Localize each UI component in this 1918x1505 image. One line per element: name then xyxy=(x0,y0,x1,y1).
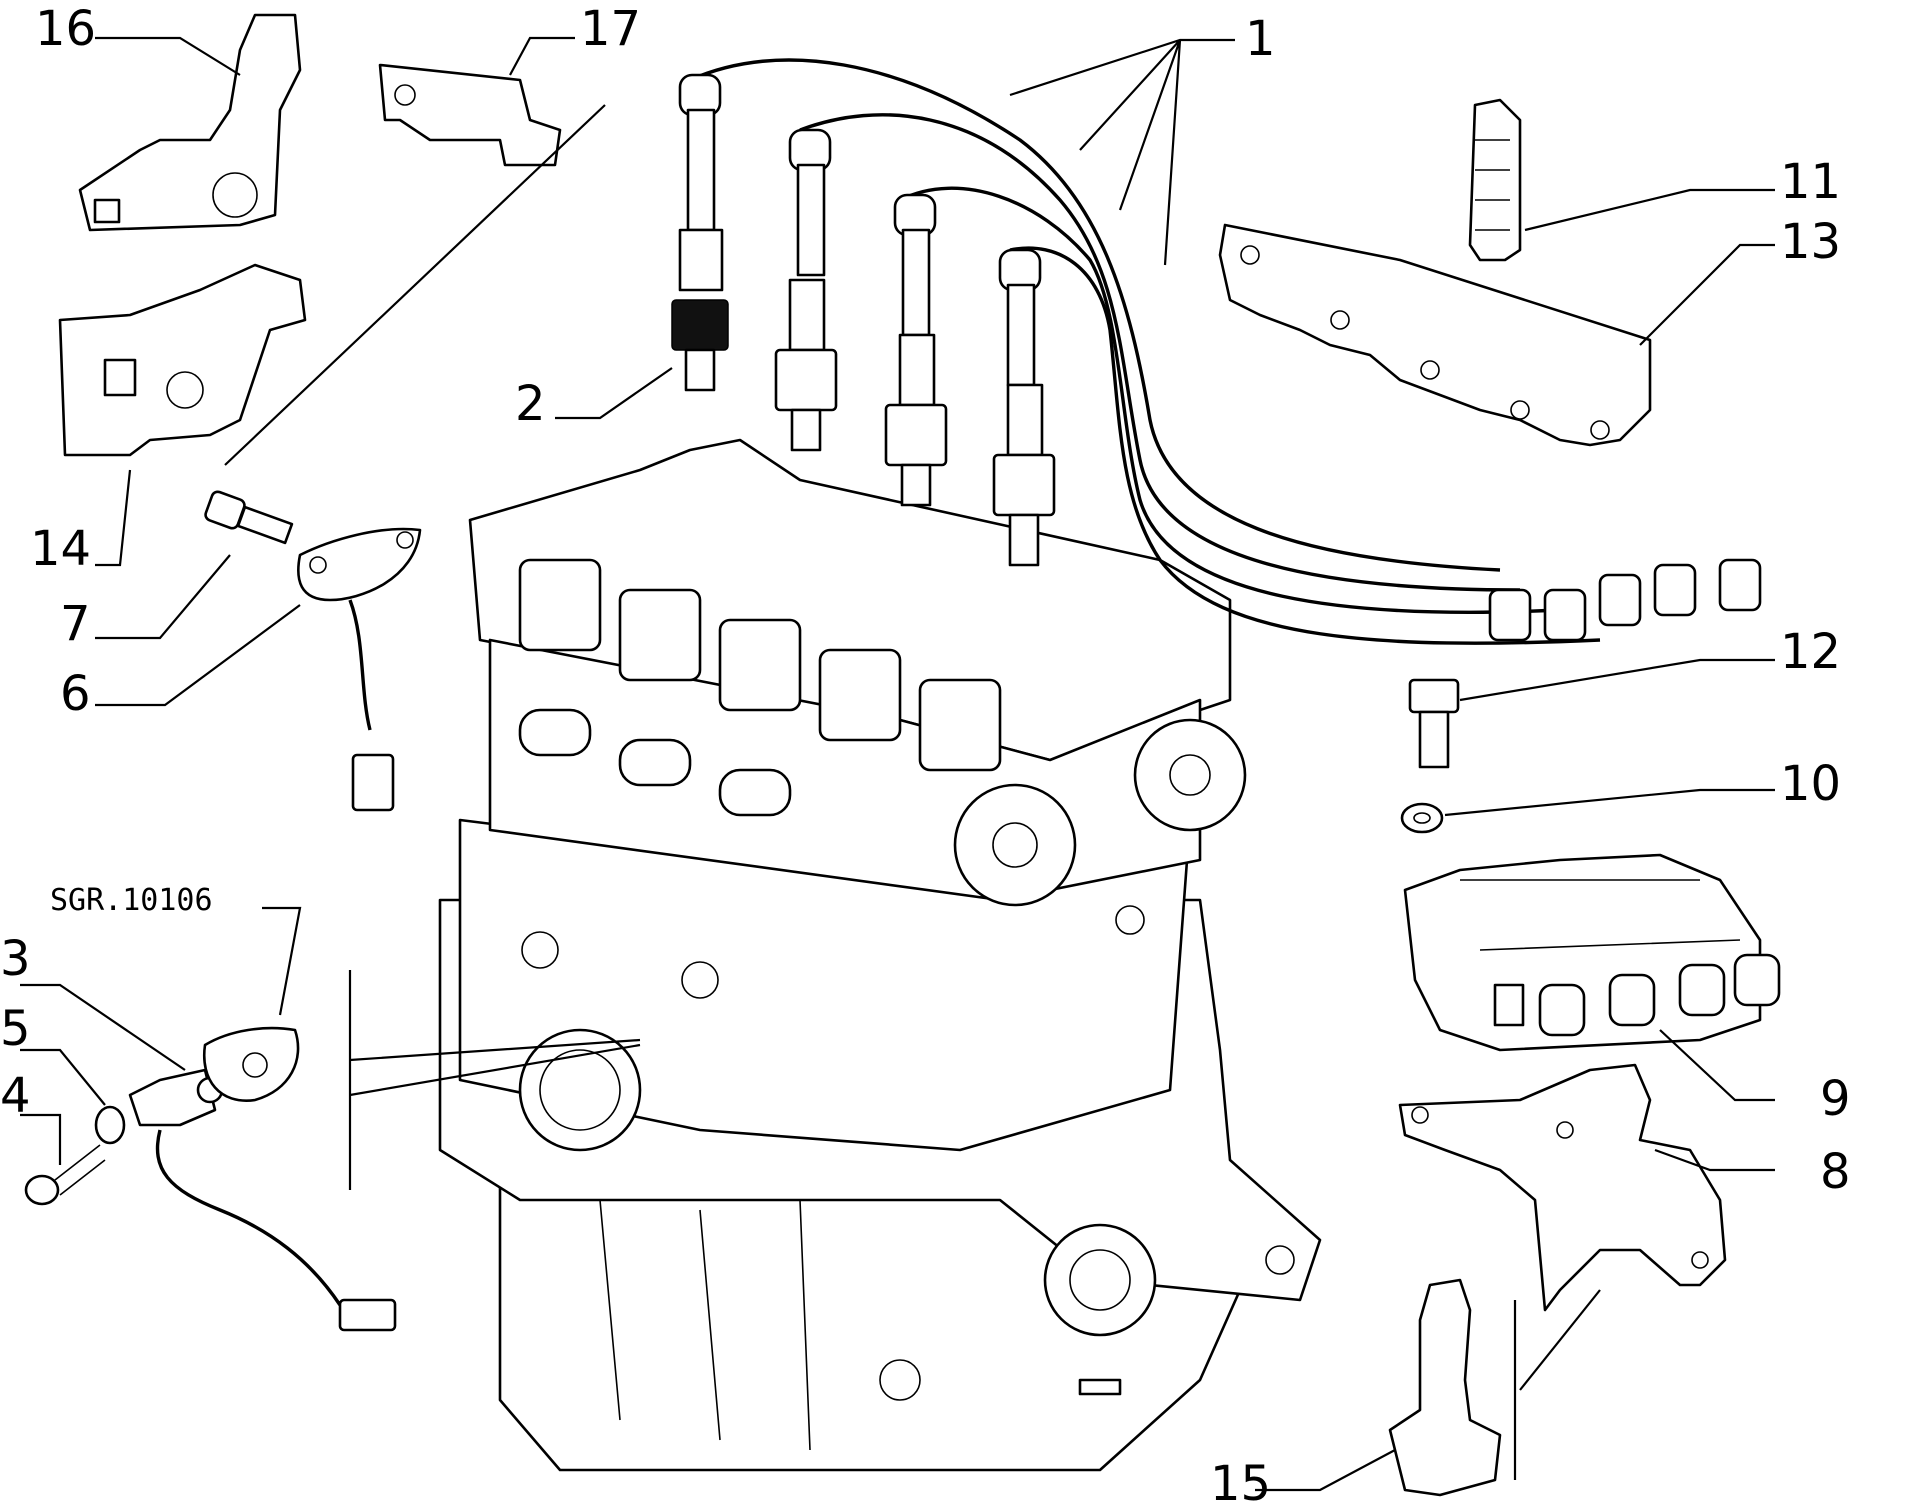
callout-4: 4 xyxy=(0,1068,31,1124)
washer-10 xyxy=(1400,802,1444,834)
bracket-8 xyxy=(1398,1063,1727,1312)
callout-12: 12 xyxy=(1780,624,1841,680)
cable-boot-cyl2 xyxy=(788,128,832,277)
callout-5: 5 xyxy=(0,1001,31,1057)
bracket-17 xyxy=(378,63,562,167)
bolt-4 xyxy=(24,1144,106,1206)
sensor-3 xyxy=(128,1068,397,1332)
callout-9: 9 xyxy=(1820,1071,1851,1127)
leader-lines xyxy=(20,36,1775,1492)
callout-labels: 16 17 1 2 11 13 14 7 6 12 10 9 8 3 5 4 1… xyxy=(0,1,1851,1505)
bracket-14 xyxy=(58,263,307,457)
callout-16: 16 xyxy=(35,1,96,57)
sensor-6 xyxy=(297,527,422,812)
spark-plug-3 xyxy=(884,333,948,507)
cable-boot-cyl3 xyxy=(893,193,937,337)
engine-block xyxy=(438,438,1322,1472)
callout-2: 2 xyxy=(515,376,546,432)
spark-plug-1 xyxy=(671,299,729,392)
ignition-coil-9 xyxy=(1403,853,1781,1052)
gasket-sgr xyxy=(202,1026,300,1102)
callout-7: 7 xyxy=(60,596,91,652)
callout-17: 17 xyxy=(580,1,641,57)
callout-8: 8 xyxy=(1820,1144,1851,1200)
callout-13: 13 xyxy=(1780,214,1841,270)
callout-15: 15 xyxy=(1210,1456,1271,1505)
bracket-16 xyxy=(78,13,302,232)
bracket-15 xyxy=(1388,1278,1502,1497)
callout-10: 10 xyxy=(1780,756,1841,812)
cable-boot-cyl4 xyxy=(998,248,1042,387)
callout-11: 11 xyxy=(1780,154,1841,210)
callout-3: 3 xyxy=(0,931,31,987)
ignition-cable-set xyxy=(678,58,1762,645)
reference-code: SGR.10106 xyxy=(50,883,213,918)
cable-holder-11 xyxy=(1468,98,1522,262)
spark-plugs xyxy=(671,278,1056,567)
callout-1: 1 xyxy=(1245,11,1276,67)
callout-14: 14 xyxy=(30,521,91,577)
bolt-12 xyxy=(1408,678,1460,769)
cable-boot-cyl1 xyxy=(678,73,724,292)
washer-5 xyxy=(94,1105,126,1145)
spark-plug-2 xyxy=(774,278,838,452)
spark-plug-4 xyxy=(992,383,1056,567)
bolt-7 xyxy=(204,490,294,545)
callout-6: 6 xyxy=(60,666,91,722)
cable-tray-13 xyxy=(1218,223,1652,447)
